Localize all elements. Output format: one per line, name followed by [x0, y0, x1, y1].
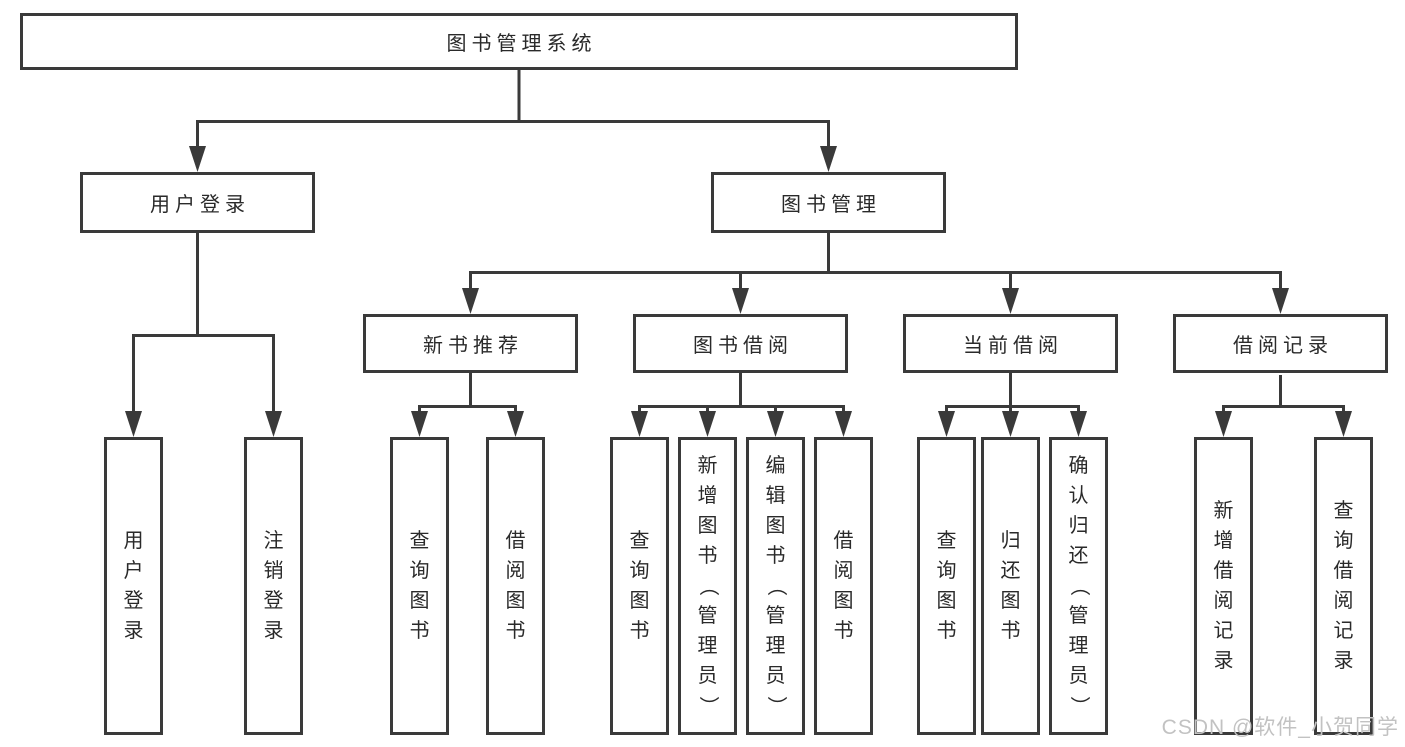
- arrow-down-icon: [820, 146, 837, 172]
- leaf-recommend-borrow-books: 借阅图书: [486, 437, 545, 735]
- leaf-borrow-edit-books: 编辑图书（管理员）: [746, 437, 805, 735]
- leaf-borrow-query-books-label: 查询图书: [629, 530, 650, 642]
- leaf-recommend-query-books-label: 查询图书: [409, 530, 430, 642]
- arrow-down-icon: [767, 411, 784, 437]
- node-root: 图书管理系统: [20, 13, 1018, 70]
- leaf-current-confirm-return: 确认归还（管理员）: [1049, 437, 1108, 735]
- leaf-borrow-edit-books-label: 编辑图书（管理员）: [764, 455, 787, 716]
- connector-book-management-children: [469, 233, 1282, 290]
- leaf-records-add-record: 新增借阅记录: [1194, 437, 1253, 735]
- arrow-down-icon: [1272, 288, 1289, 314]
- arrow-down-icon: [699, 411, 716, 437]
- arrow-down-icon: [507, 411, 524, 437]
- arrow-down-icon: [1002, 288, 1019, 314]
- connector-new-book-recommend-children: [418, 373, 517, 412]
- connector-book-borrow-children: [638, 373, 845, 412]
- connector-borrow-records-children: [1222, 375, 1345, 412]
- connector-root-to-level2: [196, 70, 830, 147]
- arrow-down-icon: [125, 411, 142, 437]
- node-current-borrow-label: 当前借阅: [963, 335, 1063, 357]
- node-book-management: 图书管理: [711, 172, 946, 233]
- connector-current-borrow-children: [945, 373, 1080, 412]
- leaf-borrow-add-books: 新增图书（管理员）: [678, 437, 737, 735]
- arrow-down-icon: [732, 288, 749, 314]
- node-new-book-recommend: 新书推荐: [363, 314, 578, 373]
- node-borrow-records-label: 借阅记录: [1233, 335, 1333, 357]
- leaf-recommend-borrow-books-label: 借阅图书: [505, 530, 526, 642]
- node-new-book-recommend-label: 新书推荐: [423, 335, 523, 357]
- arrow-down-icon: [1335, 411, 1352, 437]
- leaf-current-confirm-return-label: 确认归还（管理员）: [1067, 455, 1090, 716]
- leaf-current-query-books: 查询图书: [917, 437, 976, 735]
- node-user-login-label: 用户登录: [150, 194, 250, 216]
- arrow-down-icon: [1215, 411, 1232, 437]
- leaf-logout-label: 注销登录: [263, 530, 284, 642]
- leaf-user-login-label: 用户登录: [123, 530, 144, 642]
- leaf-records-query-record-label: 查询借阅记录: [1333, 500, 1354, 672]
- arrow-down-icon: [631, 411, 648, 437]
- csdn-watermark: CSDN @软件_小贺同学: [1161, 716, 1399, 739]
- leaf-records-add-record-label: 新增借阅记录: [1213, 500, 1234, 672]
- leaf-user-login: 用户登录: [104, 437, 163, 735]
- arrow-down-icon: [189, 146, 206, 172]
- leaf-borrow-borrow-books: 借阅图书: [814, 437, 873, 735]
- arrow-down-icon: [835, 411, 852, 437]
- connector-user-login-children: [132, 233, 275, 412]
- node-book-borrow-label: 图书借阅: [693, 335, 793, 357]
- arrow-down-icon: [265, 411, 282, 437]
- leaf-current-return-books: 归还图书: [981, 437, 1040, 735]
- leaf-logout: 注销登录: [244, 437, 303, 735]
- node-root-label: 图书管理系统: [446, 33, 597, 55]
- node-book-borrow: 图书借阅: [633, 314, 848, 373]
- leaf-records-query-record: 查询借阅记录: [1314, 437, 1373, 735]
- leaf-borrow-query-books: 查询图书: [610, 437, 669, 735]
- leaf-current-return-books-label: 归还图书: [1000, 530, 1021, 642]
- arrow-down-icon: [1002, 411, 1019, 437]
- leaf-borrow-borrow-books-label: 借阅图书: [833, 530, 854, 642]
- arrow-down-icon: [411, 411, 428, 437]
- leaf-current-query-books-label: 查询图书: [936, 530, 957, 642]
- arrowhead-icons: [125, 146, 1352, 437]
- leaf-recommend-query-books: 查询图书: [390, 437, 449, 735]
- leaf-borrow-add-books-label: 新增图书（管理员）: [696, 455, 719, 716]
- node-borrow-records: 借阅记录: [1173, 314, 1388, 373]
- arrow-down-icon: [462, 288, 479, 314]
- node-current-borrow: 当前借阅: [903, 314, 1118, 373]
- arrow-down-icon: [1070, 411, 1087, 437]
- node-book-management-label: 图书管理: [781, 194, 881, 216]
- arrow-down-icon: [938, 411, 955, 437]
- node-user-login: 用户登录: [80, 172, 315, 233]
